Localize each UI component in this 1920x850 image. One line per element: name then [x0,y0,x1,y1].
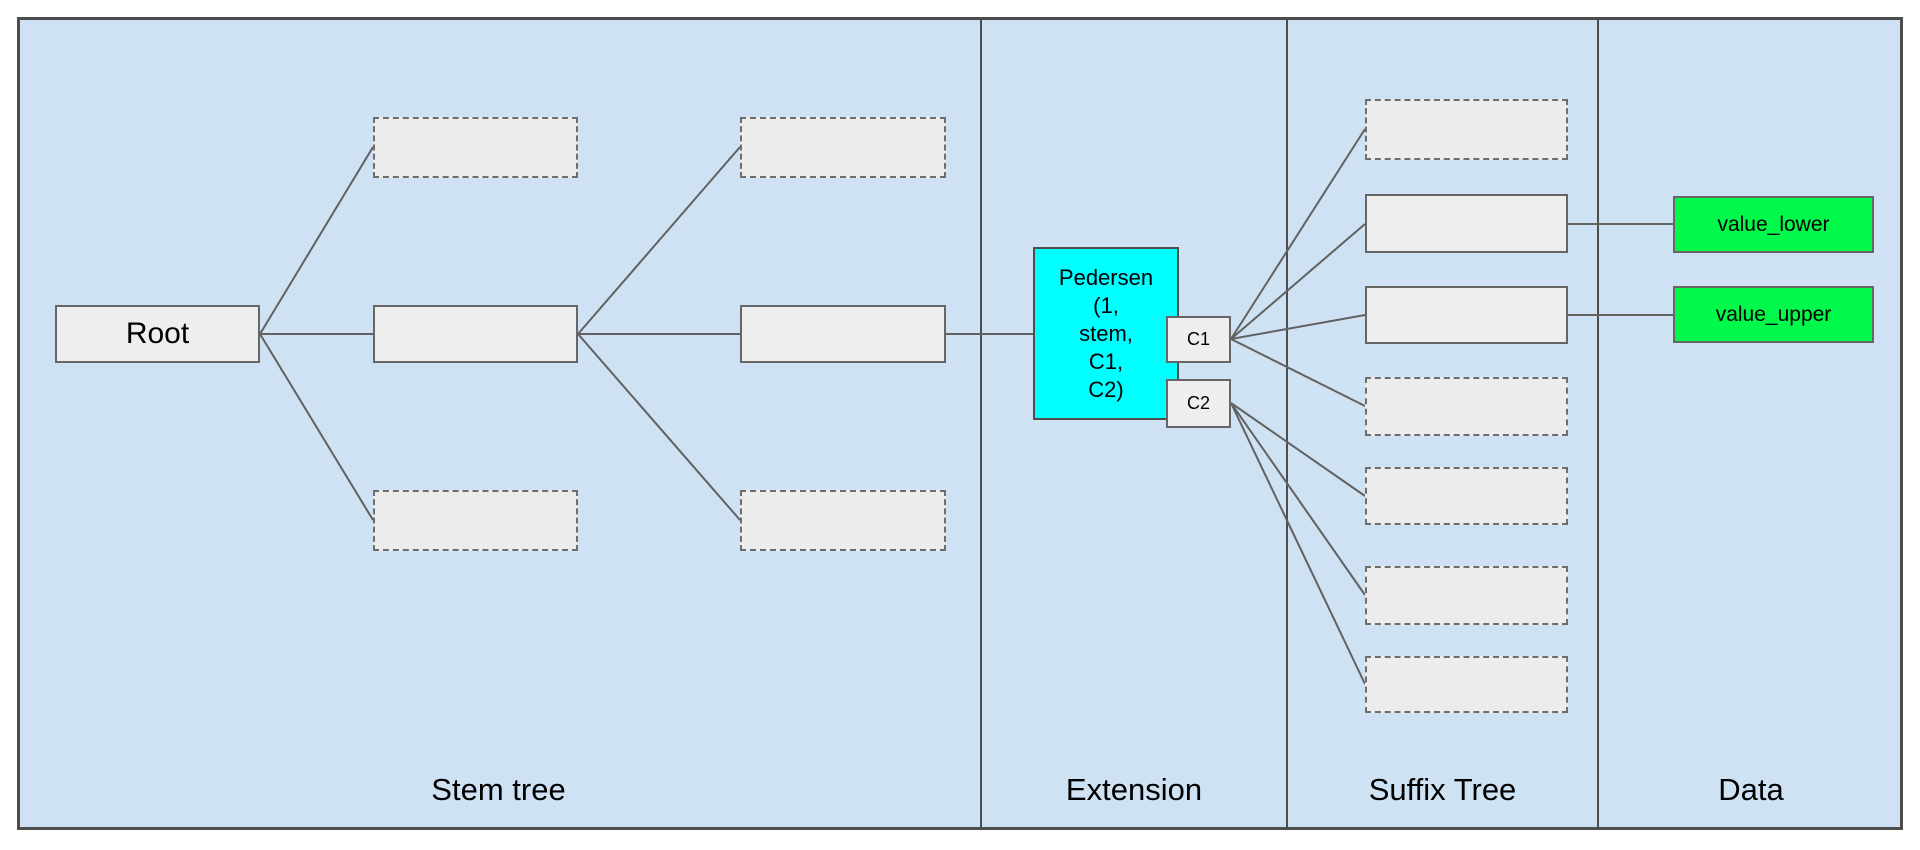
suffix-placeholder-1 [1365,99,1568,160]
edge-l2mid-l3top [577,146,741,335]
value-lower-node: value_lower [1673,196,1874,253]
edge-c2-suffix6 [1230,402,1366,596]
suffix-placeholder-3 [1365,467,1568,525]
stem-level3-node [740,305,946,363]
suffix-placeholder-5 [1365,656,1568,713]
edge-l2mid-l3bot [577,333,741,521]
suffix-placeholder-2 [1365,377,1568,436]
edge-c2-suffix5 [1230,402,1366,497]
edge-c1-suffix1 [1230,128,1366,340]
section-label-extension: Extension [1065,772,1203,807]
pedersen-commitment-node: Pedersen (1, stem, C1, C2) [1033,247,1179,420]
root-node: Root [55,305,260,363]
panel-divider-suffix-data [1597,17,1599,830]
stem-level2-top-placeholder [373,117,578,178]
stem-level2-bottom-placeholder [373,490,578,551]
suffix-node-lower [1365,194,1568,253]
value-upper-node: value_upper [1673,286,1874,343]
edge-root-l2top [259,146,374,335]
c1-node: C1 [1166,316,1231,363]
edge-c1-suffix2 [1230,223,1366,340]
suffix-placeholder-4 [1365,566,1568,625]
section-label-suffix-tree: Suffix Tree [1368,772,1517,807]
c2-node: C2 [1166,379,1231,428]
edge-c1-suffix3 [1230,314,1366,340]
diagram-frame [17,17,1903,830]
edge-c2-suffix7 [1230,402,1366,685]
panel-divider-extension-suffix [1286,17,1288,830]
stem-level2-node [373,305,578,363]
stem-level3-top-placeholder [740,117,946,178]
section-label-data: Data [1718,772,1784,807]
edge-root-l2bot [259,333,374,521]
edge-c1-suffix4 [1230,338,1366,407]
section-label-stem-tree: Stem tree [431,772,566,807]
suffix-node-upper [1365,286,1568,344]
panel-divider-stem-extension [980,17,982,830]
stem-level3-bottom-placeholder [740,490,946,551]
